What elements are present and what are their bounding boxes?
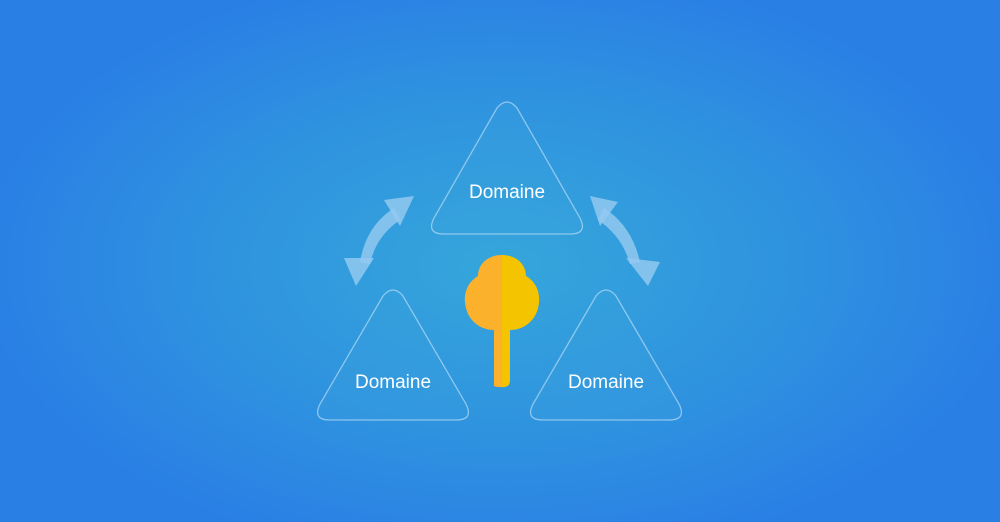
tree-icon (464, 255, 540, 388)
domain-label-right: Domaine (568, 372, 644, 393)
triangle-top-shape (430, 101, 584, 235)
bidirectional-curved-arrow-icon-left (344, 196, 414, 286)
triangle-right-shape (529, 289, 683, 421)
triangle-left-shape (316, 289, 470, 421)
domain-label-top: Domaine (469, 182, 545, 203)
domain-node-left: Domaine (316, 289, 470, 421)
domain-node-right: Domaine (529, 289, 683, 421)
domain-label-left: Domaine (355, 372, 431, 393)
bidirectional-curved-arrow-icon-right (590, 196, 660, 286)
domain-node-top: Domaine (430, 101, 584, 235)
